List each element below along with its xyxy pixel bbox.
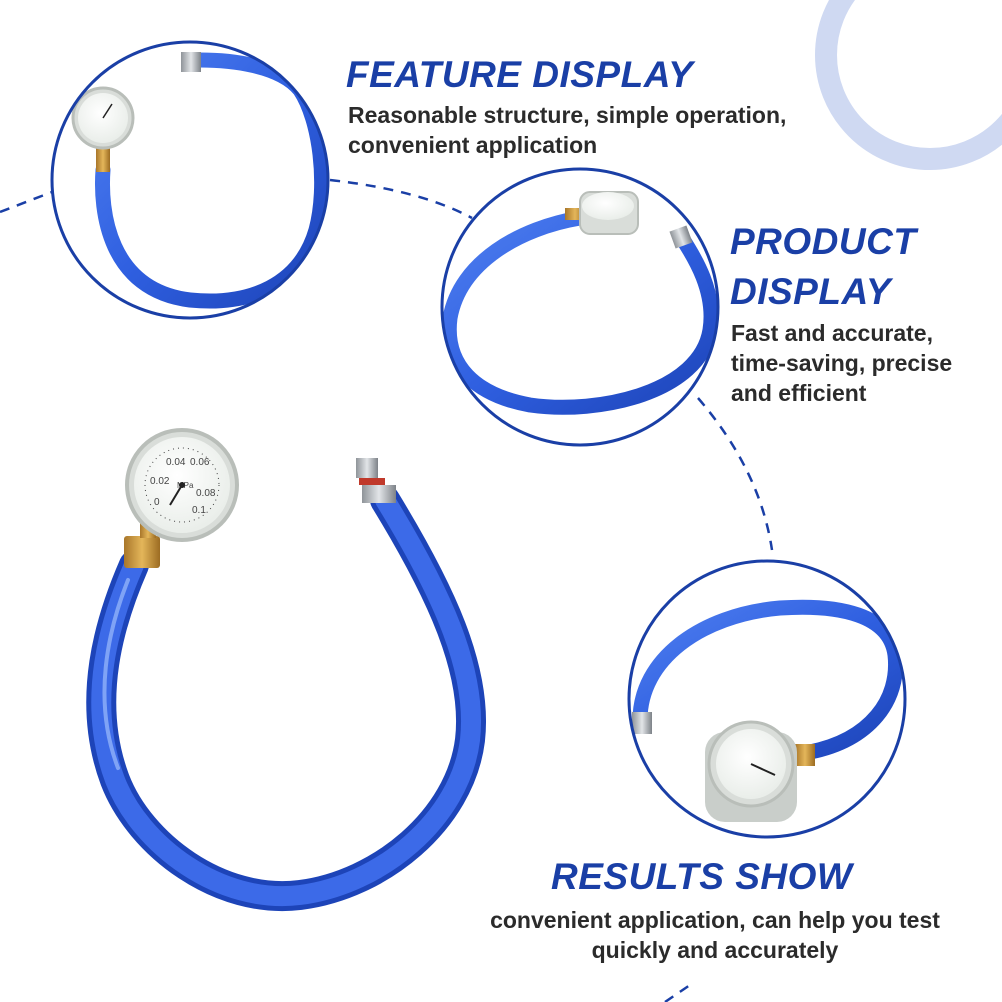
dashed-connector [0,178,774,1002]
results-show-photo [627,559,907,839]
gauge-label: 0.06 [190,457,210,468]
gauge-needle [169,484,183,506]
gauge-label: 0.02 [150,476,170,487]
gauge-label: 0 [154,497,160,508]
photo-frame [50,40,330,320]
decorative-ring [815,0,1002,170]
product-display-heading: PRODUCT DISPLAY [730,221,917,312]
results-show-description: convenient application, can help you tes… [490,907,940,963]
hex-nut-icon [356,458,396,503]
results-show-heading: RESULTS SHOW [551,856,853,897]
pressure-gauge-icon: 0.04 0.06 0.02 0.08 0 0.1 MPa [125,428,239,542]
feature-display-description: Reasonable structure, simple operation, … [348,102,787,158]
main-product-image: 0.04 0.06 0.02 0.08 0 0.1 MPa [86,428,486,912]
product-display-description: Fast and accurate, time-saving, precise … [731,320,953,406]
gauge-unit: MPa [177,481,194,490]
gauge-label: 0.04 [166,457,186,468]
gauge-label: 0.1 [192,505,206,516]
gauge-label: 0.08 [196,488,216,499]
photo-frame [627,559,907,839]
feature-display-heading: FEATURE DISPLAY [346,54,694,95]
product-display-photo [440,167,720,447]
feature-display-photo [50,40,330,320]
photo-frame [440,167,720,447]
